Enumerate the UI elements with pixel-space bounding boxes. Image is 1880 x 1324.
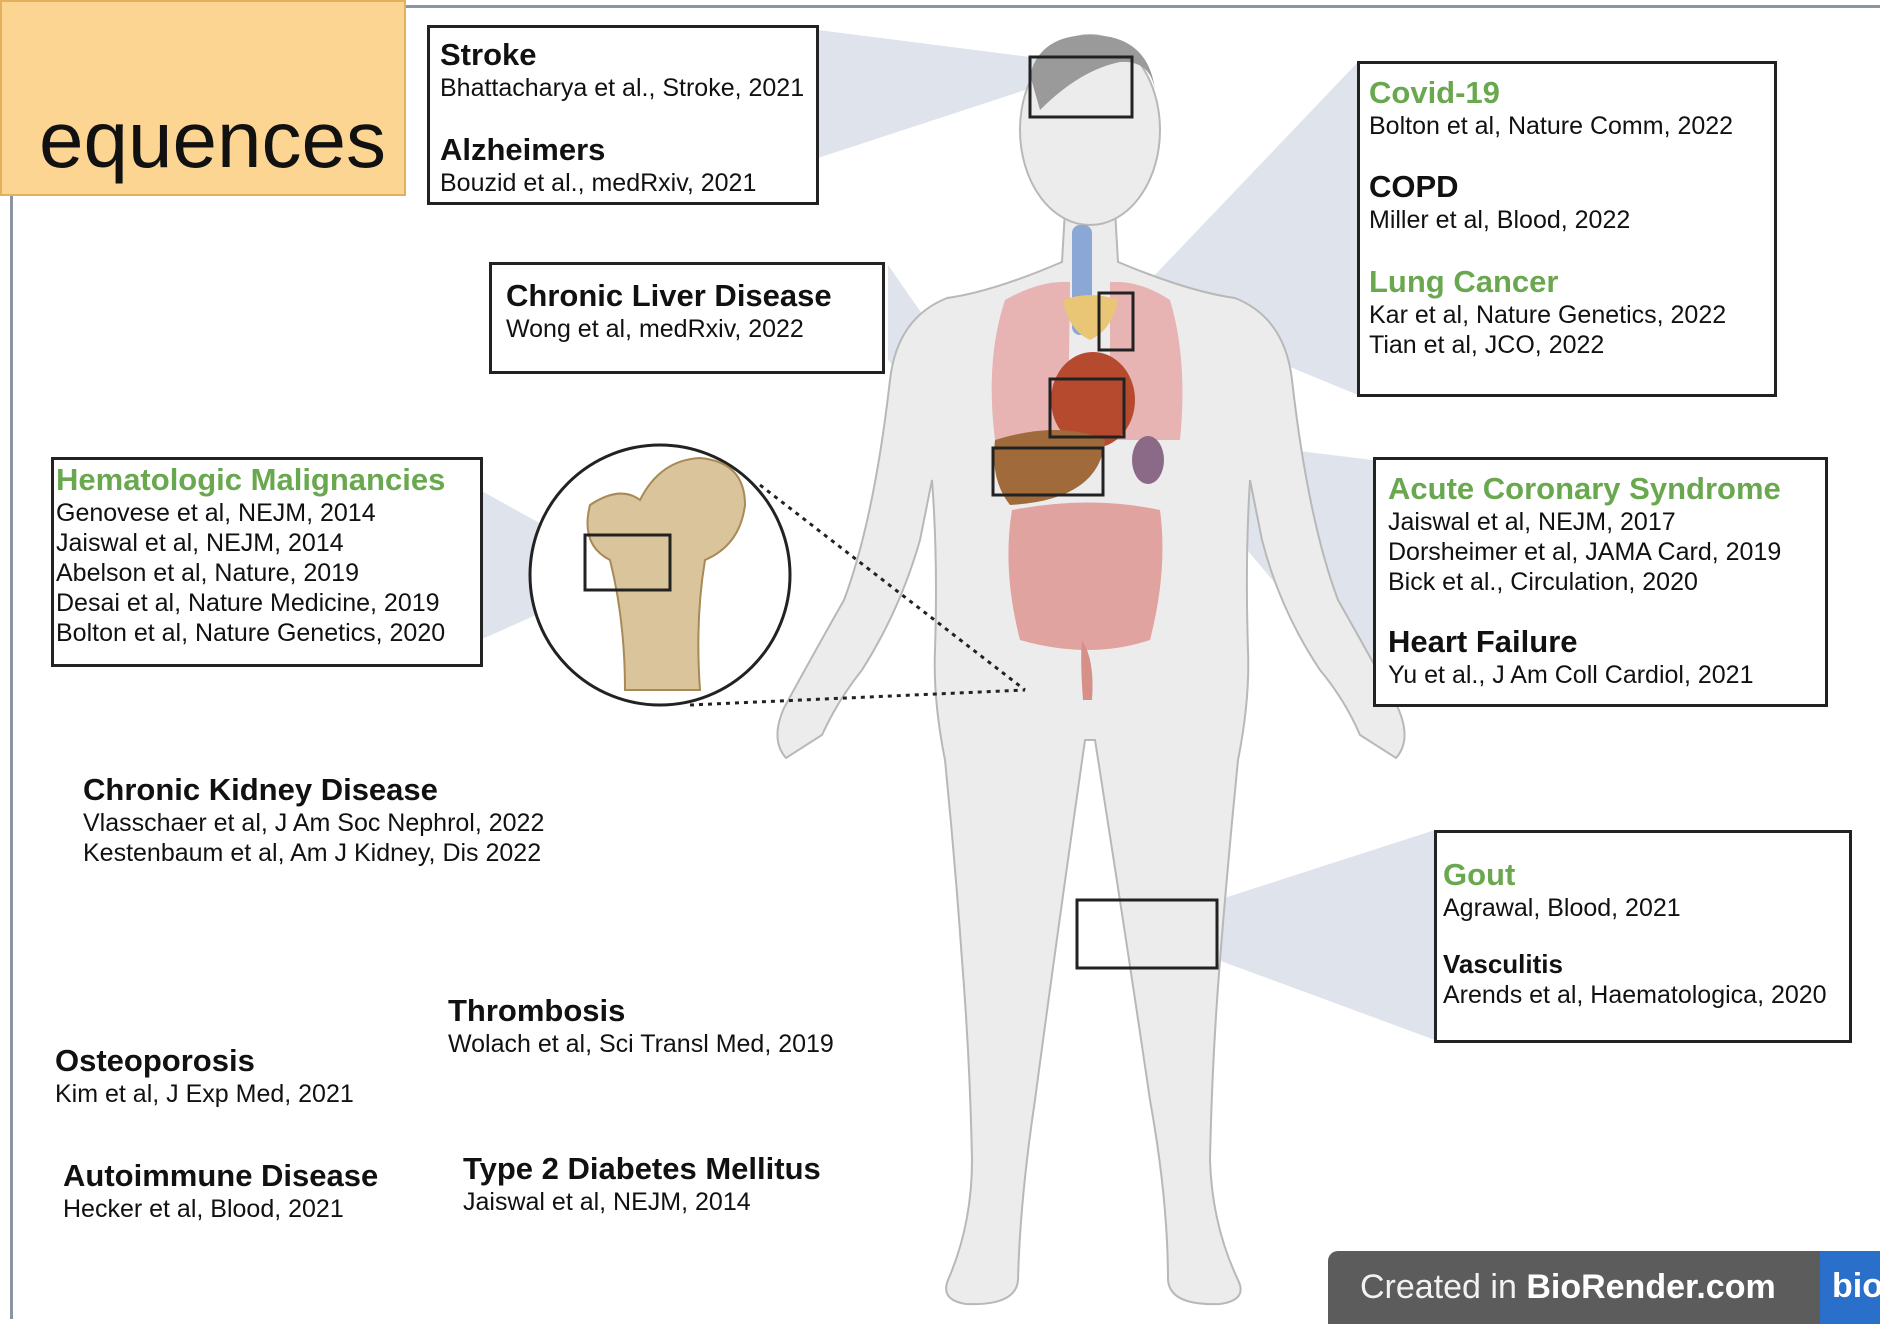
- heme-ref-1: Genovese et al, NEJM, 2014: [56, 498, 445, 528]
- autoimmune-ref: Hecker et al, Blood, 2021: [63, 1194, 378, 1224]
- stroke-ref: Bhattacharya et al., Stroke, 2021: [440, 73, 804, 103]
- lung-cancer-ref-1: Kar et al, Nature Genetics, 2022: [1369, 300, 1726, 330]
- gout-block: Gout Agrawal, Blood, 2021: [1443, 857, 1681, 923]
- alzheimers-ref: Bouzid et al., medRxiv, 2021: [440, 168, 756, 198]
- heart-failure-ref: Yu et al., J Am Coll Cardiol, 2021: [1388, 660, 1753, 690]
- t2d-ref: Jaiswal et al, NEJM, 2014: [463, 1187, 821, 1217]
- lung-cancer-heading: Lung Cancer: [1369, 264, 1726, 300]
- stroke-block: Stroke Bhattacharya et al., Stroke, 2021: [440, 37, 804, 103]
- slide-title-text: equences: [39, 94, 386, 186]
- copd-ref: Miller et al, Blood, 2022: [1369, 205, 1630, 235]
- acs-ref-2: Dorsheimer et al, JAMA Card, 2019: [1388, 537, 1781, 567]
- heme-block: Hematologic Malignancies Genovese et al,…: [56, 462, 445, 648]
- acs-ref-1: Jaiswal et al, NEJM, 2017: [1388, 507, 1781, 537]
- biorender-logo-text: bio: [1832, 1267, 1880, 1306]
- liver-block: Chronic Liver Disease Wong et al, medRxi…: [506, 278, 832, 344]
- acs-block: Acute Coronary Syndrome Jaiswal et al, N…: [1388, 471, 1781, 597]
- osteoporosis-heading: Osteoporosis: [55, 1043, 354, 1079]
- heme-ref-5: Bolton et al, Nature Genetics, 2020: [56, 618, 445, 648]
- heme-heading: Hematologic Malignancies: [56, 462, 445, 498]
- slide-title-tab: equences: [0, 0, 406, 196]
- alzheimers-block: Alzheimers Bouzid et al., medRxiv, 2021: [440, 132, 756, 198]
- lung-cancer-block: Lung Cancer Kar et al, Nature Genetics, …: [1369, 264, 1726, 360]
- thrombosis-ref: Wolach et al, Sci Transl Med, 2019: [448, 1029, 834, 1059]
- gout-ref: Agrawal, Blood, 2021: [1443, 893, 1681, 923]
- autoimmune-block: Autoimmune Disease Hecker et al, Blood, …: [63, 1158, 378, 1224]
- heart-failure-block: Heart Failure Yu et al., J Am Coll Cardi…: [1388, 624, 1753, 690]
- watermark-prefix: Created in: [1360, 1268, 1526, 1306]
- alzheimers-heading: Alzheimers: [440, 132, 756, 168]
- liver-heading: Chronic Liver Disease: [506, 278, 832, 314]
- heme-ref-2: Jaiswal et al, NEJM, 2014: [56, 528, 445, 558]
- covid-block: Covid-19 Bolton et al, Nature Comm, 2022: [1369, 75, 1733, 141]
- osteoporosis-block: Osteoporosis Kim et al, J Exp Med, 2021: [55, 1043, 354, 1109]
- ckd-heading: Chronic Kidney Disease: [83, 772, 544, 808]
- t2d-heading: Type 2 Diabetes Mellitus: [463, 1151, 821, 1187]
- t2d-block: Type 2 Diabetes Mellitus Jaiswal et al, …: [463, 1151, 821, 1217]
- acs-heading: Acute Coronary Syndrome: [1388, 471, 1781, 507]
- ckd-ref-2: Kestenbaum et al, Am J Kidney, Dis 2022: [83, 838, 544, 868]
- covid-ref: Bolton et al, Nature Comm, 2022: [1369, 111, 1733, 141]
- gout-heading: Gout: [1443, 857, 1681, 893]
- thrombosis-block: Thrombosis Wolach et al, Sci Transl Med,…: [448, 993, 834, 1059]
- watermark-brand: BioRender.com: [1526, 1268, 1775, 1306]
- covid-heading: Covid-19: [1369, 75, 1733, 111]
- heme-ref-4: Desai et al, Nature Medicine, 2019: [56, 588, 445, 618]
- lung-cancer-ref-2: Tian et al, JCO, 2022: [1369, 330, 1726, 360]
- vasculitis-block: Vasculitis Arends et al, Haematologica, …: [1443, 948, 1827, 1010]
- heme-ref-3: Abelson et al, Nature, 2019: [56, 558, 445, 588]
- biorender-watermark: Created in BioRender.com bio: [1328, 1251, 1880, 1324]
- ckd-ref-1: Vlasschaer et al, J Am Soc Nephrol, 2022: [83, 808, 544, 838]
- acs-ref-3: Bick et al., Circulation, 2020: [1388, 567, 1781, 597]
- thrombosis-heading: Thrombosis: [448, 993, 834, 1029]
- vasculitis-heading: Vasculitis: [1443, 948, 1827, 980]
- ckd-block: Chronic Kidney Disease Vlasschaer et al,…: [83, 772, 544, 868]
- copd-block: COPD Miller et al, Blood, 2022: [1369, 169, 1630, 235]
- heart-failure-heading: Heart Failure: [1388, 624, 1753, 660]
- vasculitis-ref: Arends et al, Haematologica, 2020: [1443, 980, 1827, 1010]
- biorender-logo: bio: [1820, 1251, 1880, 1324]
- stroke-heading: Stroke: [440, 37, 804, 73]
- liver-ref: Wong et al, medRxiv, 2022: [506, 314, 832, 344]
- copd-heading: COPD: [1369, 169, 1630, 205]
- osteoporosis-ref: Kim et al, J Exp Med, 2021: [55, 1079, 354, 1109]
- watermark-text: Created in BioRender.com: [1360, 1268, 1776, 1307]
- autoimmune-heading: Autoimmune Disease: [63, 1158, 378, 1194]
